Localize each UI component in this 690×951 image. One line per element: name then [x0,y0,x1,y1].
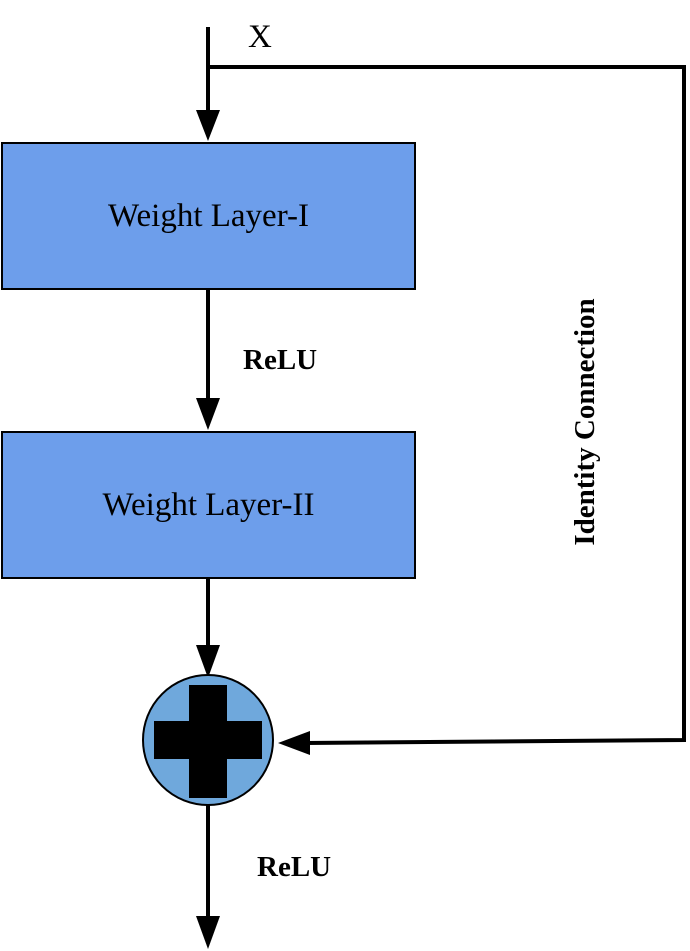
weight-layer-2-box: Weight Layer-II [1,431,416,579]
relu-arrowhead-1 [196,398,220,430]
identity-connection-arrowhead [278,731,310,755]
relu-label-2: ReLU [257,851,332,883]
relu-label-1: ReLU [243,344,318,376]
input-label: X [248,19,272,55]
weight-layer-1-label: Weight Layer-I [108,197,309,234]
identity-connection-label: Identity Connection [569,298,601,546]
weight-layer-1-box: Weight Layer-I [1,142,416,290]
layer2-to-adder-arrowhead [196,645,220,678]
input-arrowhead [196,110,220,141]
addition-icon [154,685,262,798]
weight-layer-2-label: Weight Layer-II [102,486,315,523]
output-arrowhead [196,916,220,949]
identity-connection-path [208,65,686,745]
